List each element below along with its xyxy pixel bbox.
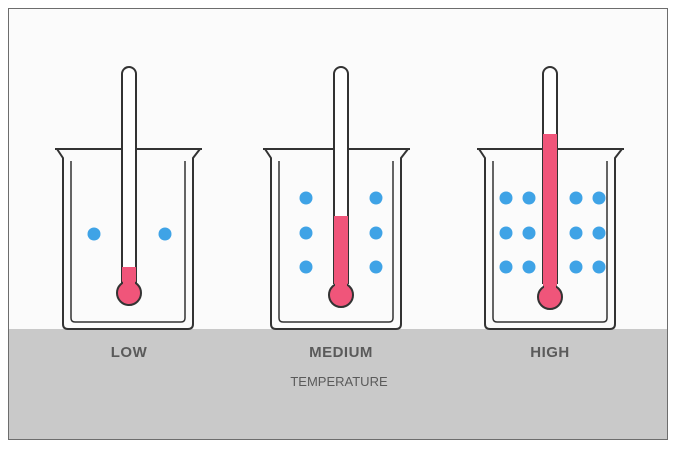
beaker-medium-outline (264, 148, 409, 330)
particle (158, 227, 172, 241)
particle (522, 226, 536, 240)
beaker-low-outline (56, 148, 201, 330)
particle (369, 226, 383, 240)
particle (569, 191, 583, 205)
label-high: HIGH (530, 344, 570, 361)
particle (299, 226, 313, 240)
label-low: LOW (110, 344, 148, 361)
particle (522, 191, 536, 205)
bench-surface (9, 329, 667, 439)
particle (369, 260, 383, 274)
beaker-medium-inner-wall (278, 161, 394, 323)
beaker-low-inner-wall (70, 161, 186, 323)
particle (369, 191, 383, 205)
particle (499, 226, 513, 240)
particle (87, 227, 101, 241)
particle (499, 191, 513, 205)
thermometer-high-mercury (543, 134, 557, 296)
beaker-low (55, 66, 202, 330)
beaker-high-outline (478, 148, 623, 330)
thermometer-medium-mercury (334, 216, 348, 295)
beaker-high (477, 66, 624, 330)
particle (499, 260, 513, 274)
particle (592, 191, 606, 205)
beaker-scene (55, 66, 624, 330)
particle (569, 260, 583, 274)
particle (592, 260, 606, 274)
particle (592, 226, 606, 240)
beaker-medium (263, 66, 410, 330)
particle (299, 260, 313, 274)
particle (522, 260, 536, 274)
particle (569, 226, 583, 240)
label-medium: MEDIUM (309, 344, 373, 361)
particle (299, 191, 313, 205)
diagram-frame: LOW MEDIUM HIGH TEMPERATURE (8, 8, 668, 440)
axis-label-temperature: TEMPERATURE (290, 374, 388, 389)
beaker-high-inner-wall (492, 161, 608, 323)
thermometer-low-tube (121, 66, 137, 284)
